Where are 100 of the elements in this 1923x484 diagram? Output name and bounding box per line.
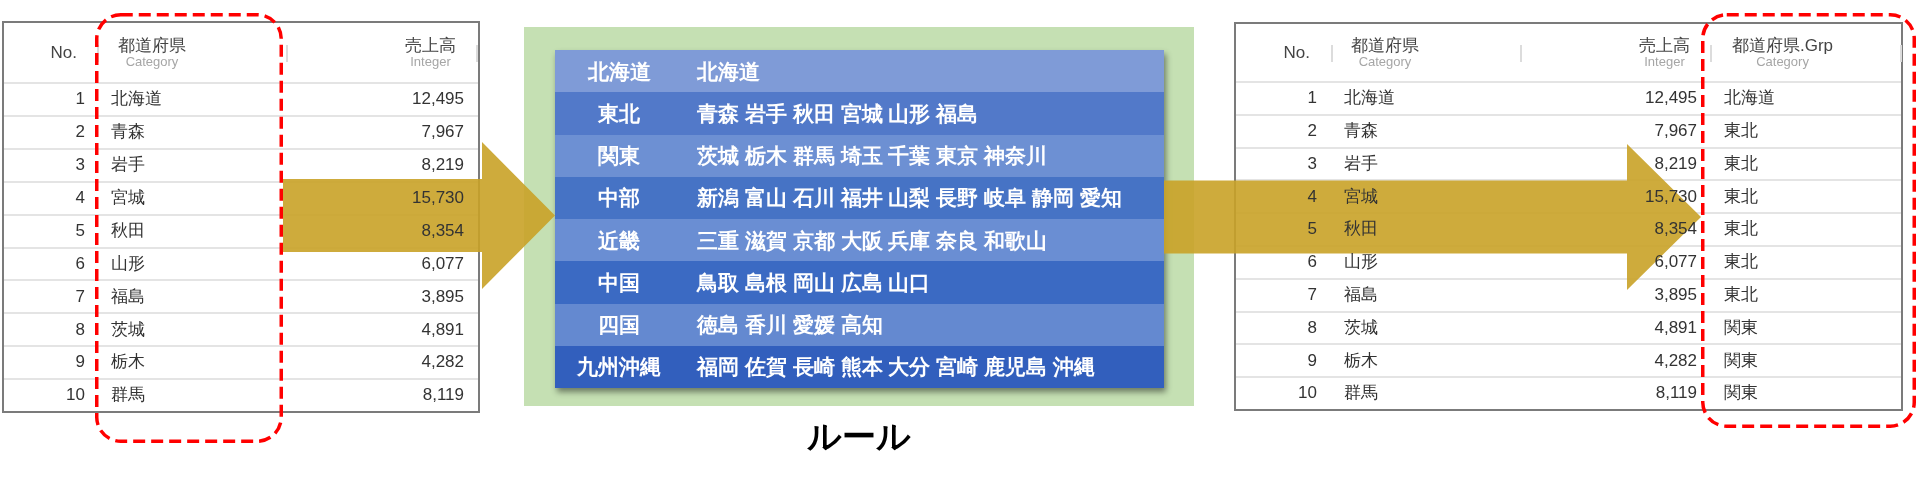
prefecture-name: 宮城 <box>1344 186 1378 207</box>
column-header: 都道府県 <box>118 35 186 56</box>
prefecture-name: 宮城 <box>111 187 145 209</box>
prefecture-name: 秋田 <box>1344 219 1378 240</box>
region-group: 東北 <box>1724 186 1758 207</box>
prefecture-name: 山形 <box>111 253 145 275</box>
region-name: 中国 <box>598 269 640 295</box>
region-name: 四国 <box>598 312 640 338</box>
prefecture-list: 鳥取 島根 岡山 広島 山口 <box>697 269 931 295</box>
sales-amount: 3,895 <box>421 286 464 308</box>
region-group: 関東 <box>1724 317 1758 339</box>
column-header: 都道府県 <box>1351 35 1419 56</box>
sales-amount: 7,967 <box>421 122 464 143</box>
sales-amount: 8,354 <box>421 220 464 242</box>
data-table <box>2 21 480 413</box>
block-arrow <box>1164 144 1701 290</box>
row-number: 3 <box>75 155 85 176</box>
column-type-label: Integer <box>1644 55 1685 70</box>
prefecture-name: 栃木 <box>111 352 145 373</box>
prefecture-list: 茨城 栃木 群馬 埼玉 千葉 東京 神奈川 <box>697 143 1047 169</box>
prefecture-list: 新潟 富山 石川 福井 山梨 長野 岐阜 静岡 愛知 <box>697 185 1122 211</box>
row-number: 10 <box>66 385 85 406</box>
prefecture-name: 青森 <box>1344 121 1378 142</box>
prefecture-name: 福島 <box>1344 285 1378 306</box>
sales-amount: 8,219 <box>421 155 464 176</box>
column-header: 売上高 <box>1639 35 1690 56</box>
sales-amount: 8,119 <box>422 385 464 406</box>
sales-amount: 6,077 <box>421 253 464 275</box>
prefecture-name: 群馬 <box>111 385 145 406</box>
block-arrow <box>283 142 555 289</box>
row-number: 5 <box>75 220 85 242</box>
row-number: 9 <box>1307 350 1317 371</box>
row-number: 1 <box>75 89 85 110</box>
row-number: 8 <box>1307 317 1317 339</box>
region-group: 東北 <box>1724 285 1758 306</box>
region-name: 東北 <box>598 100 640 126</box>
prefecture-name: 秋田 <box>111 220 145 242</box>
prefecture-list: 北海道 <box>697 58 760 84</box>
region-group: 東北 <box>1724 121 1758 142</box>
sales-amount: 6,077 <box>1654 252 1697 273</box>
row-number: 8 <box>75 319 85 340</box>
row-number: 5 <box>1307 219 1317 240</box>
prefecture-name: 栃木 <box>1344 350 1378 371</box>
row-number: 2 <box>1307 121 1317 142</box>
sales-amount: 12,495 <box>1645 88 1697 109</box>
panel-caption: ルール <box>807 418 911 456</box>
prefecture-name: 群馬 <box>1344 383 1378 404</box>
region-name: 関東 <box>598 143 640 169</box>
row-number: 4 <box>75 187 85 209</box>
row-number: 6 <box>1307 252 1317 273</box>
rule-table <box>555 50 1164 388</box>
region-name: 近畿 <box>598 227 640 253</box>
row-number: 4 <box>1307 186 1317 207</box>
column-type-label: Category <box>1756 55 1809 70</box>
region-name: 中部 <box>598 185 640 211</box>
sales-amount: 3,895 <box>1654 285 1697 306</box>
sales-amount: 4,282 <box>421 352 464 373</box>
column-type-label: Category <box>1358 55 1412 70</box>
prefecture-name: 北海道 <box>111 89 162 110</box>
sales-amount: 8,119 <box>1655 383 1697 404</box>
prefecture-list: 青森 岩手 秋田 宮城 山形 福島 <box>697 100 979 126</box>
prefecture-name: 山形 <box>1344 252 1378 273</box>
prefecture-name: 岩手 <box>111 155 145 176</box>
row-number: 3 <box>1307 153 1317 175</box>
row-number: 2 <box>75 122 85 143</box>
region-group: 東北 <box>1724 153 1758 175</box>
row-number: 7 <box>1307 285 1317 306</box>
column-header: 売上高 <box>405 35 456 56</box>
rule-panel-background <box>524 27 1194 406</box>
column-header: 都道府県.Grp <box>1732 35 1834 56</box>
prefecture-list: 三重 滋賀 京都 大阪 兵庫 奈良 和歌山 <box>697 227 1047 253</box>
sales-amount: 4,891 <box>421 319 464 340</box>
prefecture-list: 福岡 佐賀 長崎 熊本 大分 宮崎 鹿児島 沖縄 <box>697 354 1095 380</box>
column-type-label: Integer <box>410 55 451 70</box>
prefecture-name: 茨城 <box>111 319 145 340</box>
sales-amount: 4,282 <box>1654 350 1697 371</box>
region-group: 関東 <box>1724 383 1758 404</box>
column-header: No. <box>1283 42 1310 63</box>
prefecture-list: 徳島 香川 愛媛 高知 <box>697 312 883 338</box>
region-group: 東北 <box>1724 252 1758 273</box>
prefecture-name: 茨城 <box>1344 317 1378 339</box>
row-number: 10 <box>1298 383 1317 404</box>
sales-amount: 4,891 <box>1654 317 1697 339</box>
row-number: 9 <box>75 352 85 373</box>
prefecture-name: 青森 <box>111 122 145 143</box>
region-group: 関東 <box>1724 350 1758 371</box>
sales-amount: 7,967 <box>1654 121 1697 142</box>
region-name: 北海道 <box>587 58 651 84</box>
sales-amount: 15,730 <box>412 187 464 209</box>
column-type-label: Category <box>125 55 179 70</box>
sales-amount: 8,219 <box>1654 153 1697 175</box>
row-number: 1 <box>1307 88 1317 109</box>
prefecture-name: 福島 <box>111 286 145 308</box>
sales-amount: 12,495 <box>412 89 464 110</box>
row-number: 6 <box>75 253 85 275</box>
prefecture-name: 岩手 <box>1344 153 1378 175</box>
prefecture-name: 北海道 <box>1344 88 1395 109</box>
region-group: 北海道 <box>1724 88 1775 109</box>
region-name: 九州沖縄 <box>577 354 661 380</box>
column-header: No. <box>50 42 77 63</box>
